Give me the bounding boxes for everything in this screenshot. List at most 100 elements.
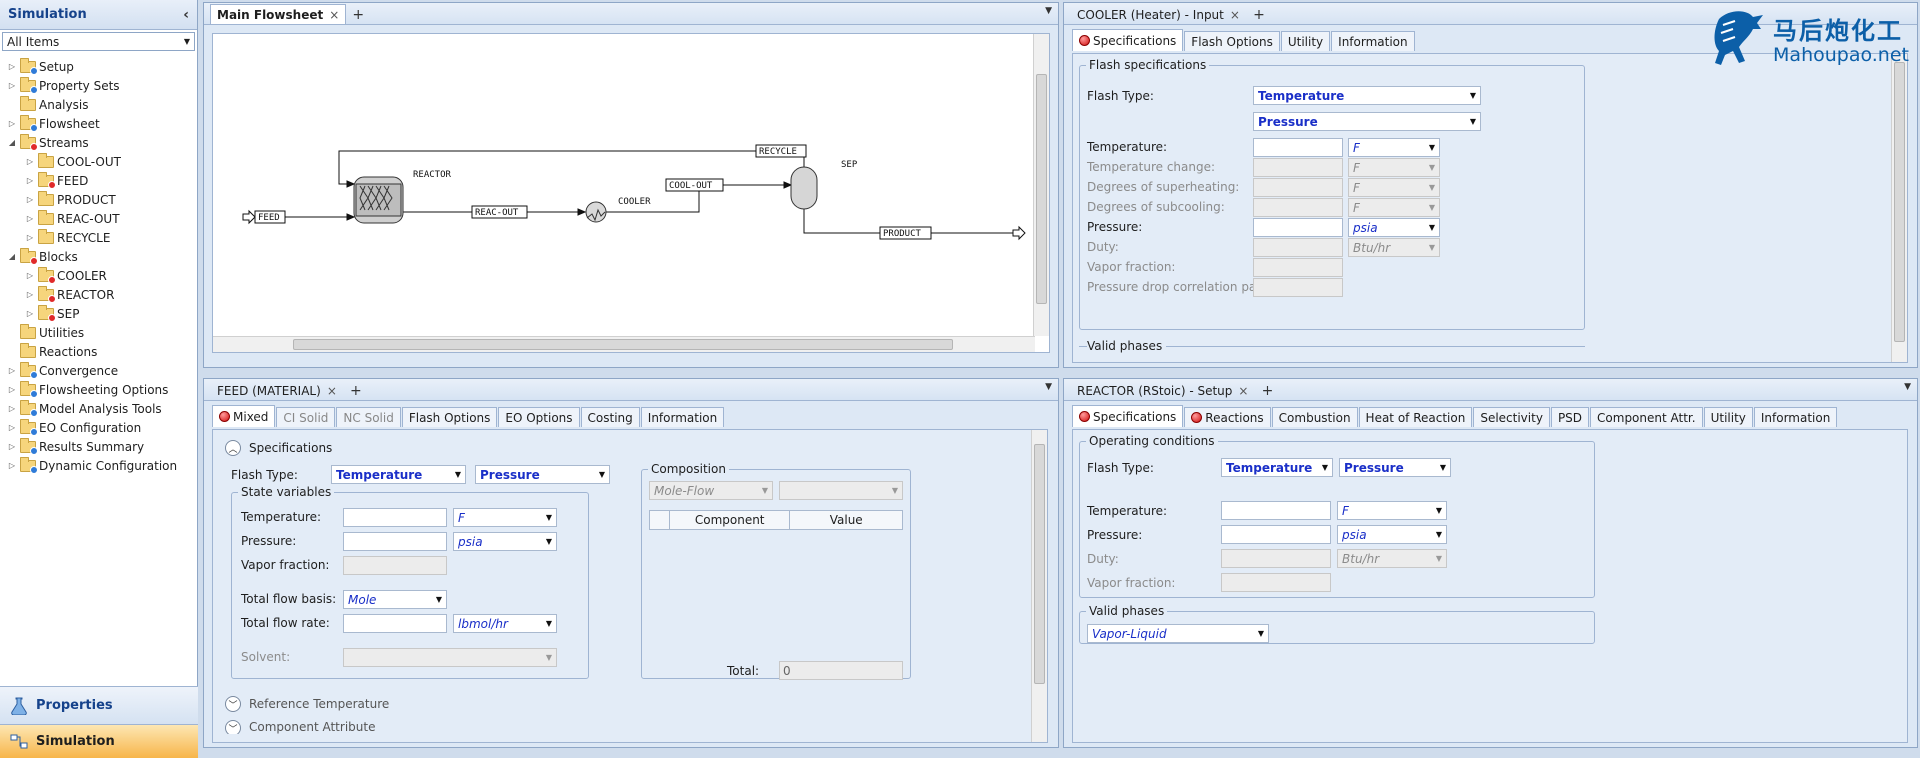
tree-item[interactable]: ▷REAC-OUT [0,209,197,228]
tab-menu-icon[interactable]: ▼ [1045,6,1052,16]
subtab-costing[interactable]: Costing [580,407,640,427]
subtab-psd[interactable]: PSD [1550,407,1590,427]
tree-item[interactable]: Analysis [0,95,197,114]
tab-menu-icon[interactable]: ▼ [1045,382,1052,392]
tree-item[interactable]: ▷RECYCLE [0,228,197,247]
nav-filter-select[interactable]: All Items ▼ [2,32,195,51]
tree-item[interactable]: ▷Convergence [0,361,197,380]
tree-item[interactable]: ▷FEED [0,171,197,190]
new-tab-plus-icon[interactable]: + [1261,383,1274,399]
close-icon[interactable]: × [329,7,340,22]
specifications-expander[interactable]: ︿ Specifications [225,440,332,456]
cooler-vscroll[interactable] [1891,54,1907,362]
subtab-combustion[interactable]: Combustion [1271,407,1358,427]
expand-toggle-icon[interactable]: ▷ [26,271,34,280]
total-flow-rate-unit-select[interactable]: lbmol/hr▼ [453,614,557,633]
reactor-temperature-unit-select[interactable]: F▼ [1337,501,1447,520]
subtab-utility[interactable]: Utility [1703,407,1753,427]
subtab-eo-options[interactable]: EO Options [498,407,580,427]
expand-toggle-icon[interactable]: ▷ [26,195,34,204]
reactor-pressure-input[interactable] [1221,525,1331,544]
cooler-flash-type-2-select[interactable]: Pressure▼ [1253,112,1481,131]
tree-item[interactable]: ▷PRODUCT [0,190,197,209]
expand-toggle-icon[interactable]: ▷ [8,62,16,71]
expand-toggle-icon[interactable]: ▷ [8,119,16,128]
subtab-information[interactable]: Information [640,407,725,427]
subtab-component-attr[interactable]: Component Attr. [1590,407,1703,427]
close-icon[interactable]: × [1238,383,1249,398]
expand-toggle-icon[interactable]: ▷ [26,214,34,223]
feed-pressure-unit-select[interactable]: psia▼ [453,532,557,551]
expand-toggle-icon[interactable]: ▷ [26,309,34,318]
expand-toggle-icon[interactable]: ▷ [8,404,16,413]
close-icon[interactable]: × [326,383,337,398]
reactor-flash-type-2-select[interactable]: Pressure▼ [1339,458,1451,477]
tree-item[interactable]: Reactions [0,342,197,361]
tree-item[interactable]: ▷Flowsheet [0,114,197,133]
subtab-specifications[interactable]: Specifications [1072,405,1184,427]
subtab-nc-solid[interactable]: NC Solid [336,407,401,427]
cooler-flash-type-1-select[interactable]: Temperature▼ [1253,86,1481,105]
expand-toggle-icon[interactable]: ▷ [8,385,16,394]
feed-temperature-unit-select[interactable]: F▼ [453,508,557,527]
reactor-flash-type-1-select[interactable]: Temperature▼ [1221,458,1333,477]
flowsheet-vscroll[interactable] [1033,34,1049,336]
vscroll-thumb[interactable] [1034,444,1045,684]
subtab-utility[interactable]: Utility [1280,31,1331,51]
total-flow-rate-input[interactable] [343,614,447,633]
feed-pressure-input[interactable] [343,532,447,551]
tree-item[interactable]: ▷Results Summary [0,437,197,456]
subtab-information[interactable]: Information [1753,407,1838,427]
tab-menu-icon[interactable]: ▼ [1904,382,1911,392]
cooler-row-input[interactable] [1253,218,1343,237]
tree-item[interactable]: ▷Model Analysis Tools [0,399,197,418]
expand-toggle-icon[interactable]: ▷ [26,290,34,299]
flowsheet-canvas[interactable]: FEED REACTOR REAC-OUT COOLER COOL-OUT RE… [212,33,1050,353]
valid-phases-select[interactable]: Vapor-Liquid▼ [1087,624,1269,643]
subtab-selectivity[interactable]: Selectivity [1473,407,1550,427]
vscroll-thumb[interactable] [1036,74,1047,304]
cooler-row-input[interactable] [1253,138,1343,157]
reference-temperature-expander[interactable]: ﹀ Reference Temperature [225,696,389,712]
feed-flash-type-1-select[interactable]: Temperature▼ [331,465,466,484]
expand-toggle-icon[interactable]: ▷ [26,157,34,166]
cooler-row-unit-select[interactable]: F▼ [1348,138,1440,157]
subtab-reactions[interactable]: Reactions [1184,407,1271,427]
collapse-nav-icon[interactable]: ‹ [183,6,189,23]
expand-toggle-icon[interactable]: ▷ [8,461,16,470]
simulation-button[interactable]: Simulation [0,724,198,758]
tree-item[interactable]: ▷Setup [0,57,197,76]
tab-main-flowsheet[interactable]: Main Flowsheet × [210,4,347,24]
feed-temperature-input[interactable] [343,508,447,527]
tree-item[interactable]: Utilities [0,323,197,342]
expand-toggle-icon[interactable]: ▷ [26,233,34,242]
subtab-mixed[interactable]: Mixed [212,405,276,427]
tree-item[interactable]: ▷COOL-OUT [0,152,197,171]
expand-toggle-icon[interactable]: ◢ [8,138,16,147]
expand-toggle-icon[interactable]: ▷ [8,423,16,432]
vscroll-thumb[interactable] [1894,62,1905,342]
expand-toggle-icon[interactable]: ▷ [8,81,16,90]
cooler-row-unit-select[interactable]: psia▼ [1348,218,1440,237]
tab-reactor-setup[interactable]: REACTOR (RStoic) - Setup × [1070,380,1255,400]
reactor-pressure-unit-select[interactable]: psia▼ [1337,525,1447,544]
tree-item[interactable]: ◢Streams [0,133,197,152]
tree-item[interactable]: ▷Dynamic Configuration [0,456,197,475]
feed-vscroll[interactable] [1031,430,1047,742]
tree-item[interactable]: ◢Blocks [0,247,197,266]
properties-button[interactable]: Properties [0,686,198,724]
tree-item[interactable]: ▷COOLER [0,266,197,285]
subtab-information[interactable]: Information [1331,31,1415,51]
feed-flash-type-2-select[interactable]: Pressure▼ [475,465,610,484]
new-tab-plus-icon[interactable]: + [350,383,362,399]
subtab-specifications[interactable]: Specifications [1072,29,1184,51]
expand-toggle-icon[interactable]: ▷ [8,366,16,375]
tab-feed-material[interactable]: FEED (MATERIAL) × [210,380,344,400]
tree-item[interactable]: ▷EO Configuration [0,418,197,437]
tab-cooler-input[interactable]: COOLER (Heater) - Input × [1070,4,1247,24]
total-flow-basis-select[interactable]: Mole▼ [343,590,447,609]
tree-item[interactable]: ▷SEP [0,304,197,323]
component-attribute-expander[interactable]: ﹀ Component Attribute [225,720,375,734]
new-tab-plus-icon[interactable]: + [352,7,365,23]
expand-toggle-icon[interactable]: ▷ [8,442,16,451]
